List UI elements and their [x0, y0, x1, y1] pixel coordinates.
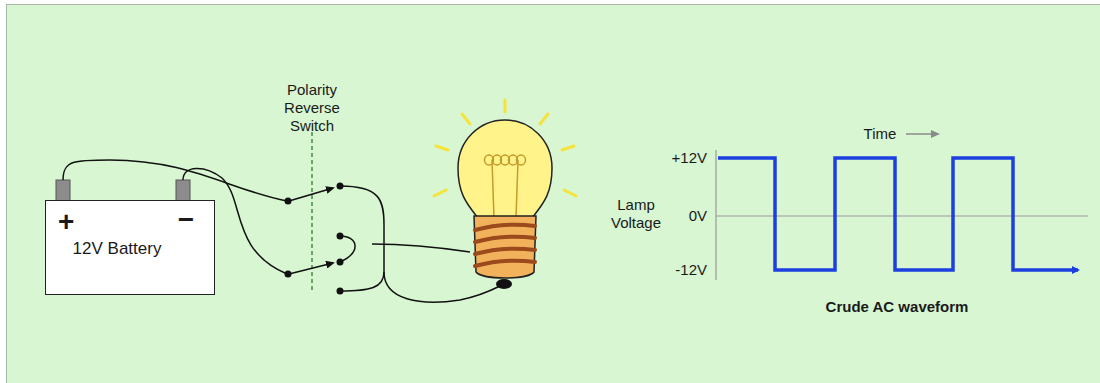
- negative-terminal: [176, 180, 190, 201]
- battery-box: + −12V Battery: [45, 200, 215, 295]
- switch-blade: [289, 263, 333, 274]
- screw-threads: [475, 225, 535, 266]
- voltage-level: 0V: [689, 207, 707, 225]
- lamp-bulb: [458, 120, 552, 218]
- square-wave: [718, 158, 1078, 270]
- switch-blade: [289, 188, 333, 201]
- coil-turn: [517, 155, 526, 165]
- positive-terminal: [56, 180, 70, 201]
- filament-coil: [485, 155, 526, 165]
- filament-support: [516, 160, 518, 218]
- terminal-sign: −: [178, 203, 194, 237]
- wire: [340, 236, 355, 262]
- wire: [340, 186, 384, 291]
- lamp-contact: [496, 279, 512, 289]
- screw-thread: [475, 261, 535, 266]
- light-ray: [562, 146, 574, 150]
- light-ray: [434, 190, 446, 196]
- light-ray: [462, 114, 470, 124]
- axis-title: Lamp Voltage: [608, 196, 664, 232]
- switch-label: Polarity Reverse Switch: [272, 81, 352, 135]
- screw-thread: [475, 249, 535, 254]
- light-ray: [436, 146, 448, 150]
- zero-axis: [716, 215, 1088, 216]
- chart-caption: Crude AC waveform: [826, 298, 969, 316]
- background-panel: [6, 4, 1100, 383]
- voltage-axis: [715, 150, 716, 280]
- voltage-level: -12V: [675, 261, 707, 279]
- battery-label: 12V Battery: [72, 239, 162, 259]
- light-ray: [564, 190, 576, 196]
- time-label: Time: [864, 125, 897, 143]
- voltage-level: +12V: [672, 149, 707, 167]
- light-ray: [504, 100, 507, 112]
- lamp-base: [474, 216, 536, 278]
- screw-thread: [475, 237, 535, 242]
- filament-support: [492, 160, 494, 218]
- wire: [372, 244, 470, 252]
- switch-contact: [285, 198, 292, 205]
- terminal-sign: +: [58, 205, 74, 239]
- light-ray: [540, 114, 548, 124]
- time-arrow: [906, 133, 938, 135]
- wire: [63, 160, 287, 201]
- switch-contact: [285, 271, 292, 278]
- screw-thread: [475, 225, 535, 230]
